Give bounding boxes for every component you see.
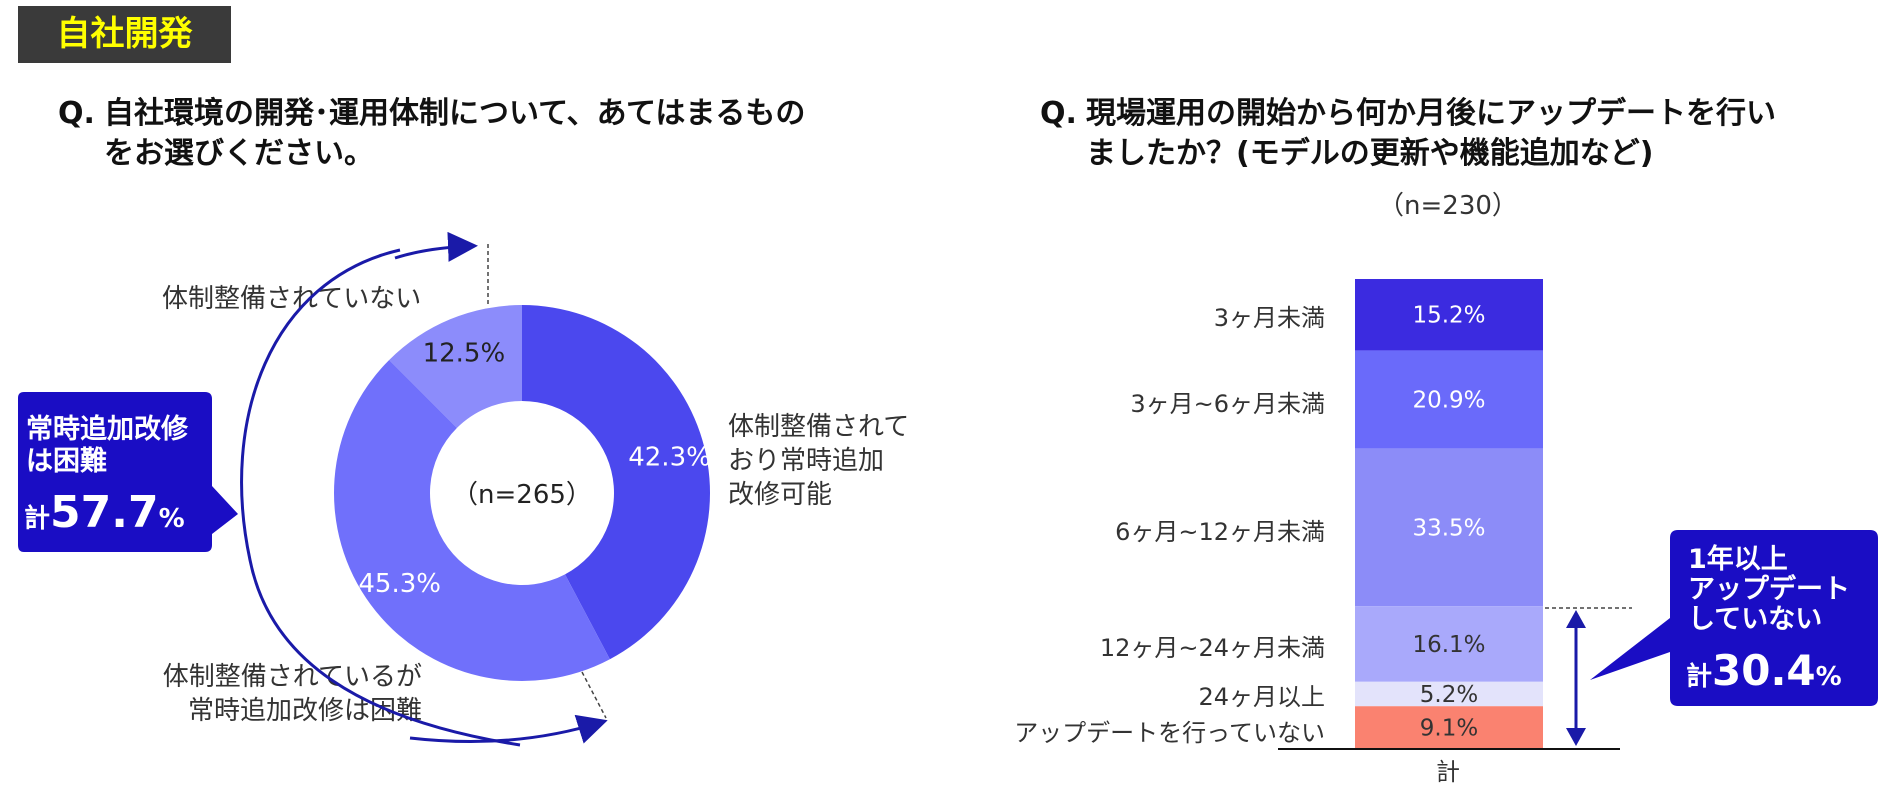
bar-value-label-5: 9.1% [1420,716,1478,742]
left-callout-line2: は困難 [26,446,107,477]
right-question-mark: Q. [1040,96,1077,131]
left-callout-bubble [18,392,238,552]
right-callout-line3: していない [1688,604,1822,635]
bar-label-2: 6ヶ月~12ヶ月未満 [1115,518,1325,546]
left-callout-total: 計57.7% [24,487,185,538]
donut-label-c-line2: 常時追加改修は困難 [187,696,422,726]
donut-slice-2 [389,305,522,428]
right-callout-unit: % [1816,662,1842,692]
bar-label-1: 3ヶ月~6ヶ月未満 [1130,390,1325,418]
left-callout-value: 57.7 [50,487,159,538]
bar-category-label: 計 [1436,758,1460,786]
guide-bottom [581,671,607,719]
bracket-arrow-up-icon [1566,610,1586,628]
bar-segment-4 [1355,681,1543,707]
right-callout-total: 計30.4% [1686,646,1842,695]
bar-value-label-2: 33.5% [1412,515,1485,541]
right-callout-line1: 1年以上 [1688,543,1788,575]
donut-value-label-2: 12.5% [423,339,506,369]
stacked-bar: 15.2% 20.9% 33.5% 16.1% 5.2% 9.1% [1355,279,1543,749]
bar-label-4: 24ヶ月以上 [1198,683,1325,711]
donut-label-established-modifiable: 体制整備されて おり常時追加 改修可能 [728,410,909,512]
bar-value-label-1: 20.9% [1412,388,1485,414]
donut-label-b-line3: 改修可能 [728,480,833,510]
bar-segment-1 [1355,350,1543,449]
donut-value-label-1: 45.3% [358,569,441,599]
right-question: Q. 現場運用の開始から何か月後にアップデートを行い ましたか？(モデルの更新や機… [1040,94,1880,174]
arrow-top [394,231,478,262]
left-callout-prefix: 計 [24,503,50,534]
right-callout-value: 30.4 [1712,646,1816,695]
bar-label-0: 3ヶ月未満 [1213,304,1325,332]
section-tag: 自社開発 [18,6,231,63]
right-callout-bubble [1590,530,1878,706]
bar-segment-3 [1355,606,1543,682]
right-callout-line2: アップデート [1688,573,1850,605]
donut-n-label: （n=265） [452,480,592,510]
bar-label-5: アップデートを行っていない [1014,719,1325,747]
left-question-line2: をお選びください。 [104,136,374,171]
left-callout-line1: 常時追加改修 [26,413,189,445]
arrow-bottom [409,714,608,744]
bar-value-label-0: 15.2% [1412,303,1485,329]
bar-label-3: 12ヶ月~24ヶ月未満 [1099,634,1325,662]
donut-label-b-line1: 体制整備されて [728,412,910,442]
donut-slice-0 [522,305,710,660]
donut-label-not-established: 体制整備されていない [162,284,422,314]
bar-n-label: （n=230） [1378,191,1518,221]
donut-label-established-difficult: 体制整備されているが 常時追加改修は困難 [132,660,422,728]
bar-segment-5 [1355,706,1543,749]
right-question-line2: ましたか？(モデルの更新や機能追加など) [1086,136,1654,171]
bar-segment-2 [1355,448,1543,607]
left-question-mark: Q. [58,96,95,131]
donut-label-b-line2: おり常時追加 [728,446,885,476]
arc-line [240,248,521,747]
left-question-line1: 自社環境の開発･運用体制について、あてはまるもの [104,96,806,131]
right-callout-prefix: 計 [1686,661,1712,692]
bracket-arrow-down-icon [1566,728,1586,746]
bar-value-label-3: 16.1% [1412,632,1485,658]
left-question: Q. 自社環境の開発･運用体制について、あてはまるもの をお選びください。 [58,94,918,174]
bar-value-label-4: 5.2% [1420,682,1478,708]
donut-value-label-0: 42.3% [628,442,711,472]
donut-slice-1 [334,359,610,681]
bar-segment-0 [1355,279,1543,351]
donut-label-c-line1: 体制整備されているが [162,662,422,692]
left-callout-unit: % [159,504,185,534]
donut-chart: 42.3% 45.3% 12.5% [334,305,711,681]
right-question-line1: 現場運用の開始から何か月後にアップデートを行い [1086,96,1776,131]
